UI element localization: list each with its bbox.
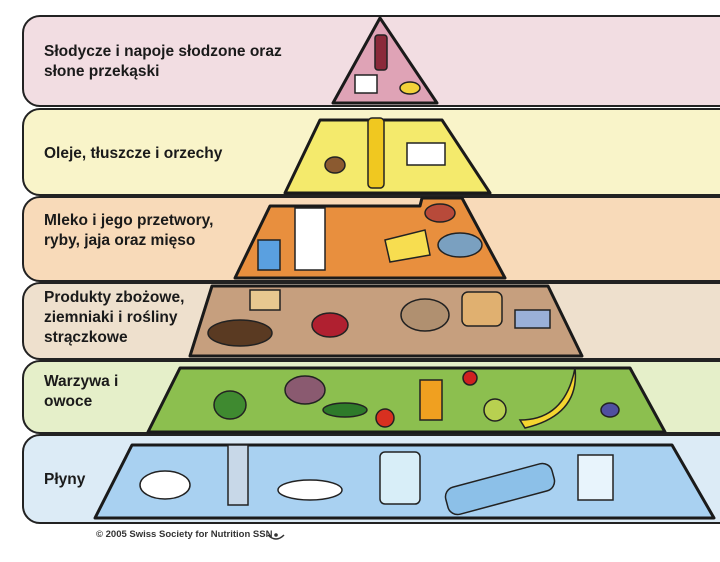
milk-carton-icon — [294, 207, 326, 271]
water-bottle-icon — [444, 462, 556, 516]
potatoes-icon — [400, 298, 450, 332]
broccoli-icon — [213, 390, 247, 420]
label-line: Mleko i jego przetwory, — [44, 212, 214, 229]
label-line: Płyny — [44, 471, 86, 488]
soup-plate-icon — [277, 479, 343, 501]
oil-bottle-icon — [367, 117, 385, 189]
label-line: ziemniaki i rośliny — [44, 309, 178, 326]
pyramid-level-oils — [283, 118, 492, 195]
cucumber-icon — [322, 402, 368, 418]
level-label-oils: Oleje, tłuszcze i orzechy — [44, 144, 222, 164]
tea-cup-icon — [139, 470, 191, 500]
plums-icon — [600, 402, 620, 418]
bread-icon — [207, 319, 273, 347]
crackers-icon — [249, 289, 281, 311]
meat-icon — [424, 203, 456, 223]
copyright-credit: © 2005 Swiss Society for Nutrition SSN — [96, 529, 273, 540]
label-line: Warzywa i — [44, 373, 119, 390]
tomato-icon — [375, 408, 395, 428]
chips-icon — [399, 81, 421, 95]
yogurt-icon — [257, 239, 281, 271]
label-line: Słodycze i napoje słodzone oraz — [44, 43, 282, 60]
cake-icon — [354, 74, 378, 94]
label-line: ryby, jaja oraz mięso — [44, 232, 196, 249]
cheese-icon — [384, 229, 431, 263]
level-label-grains: Produkty zbożowe, ziemniaki i rośliny st… — [44, 288, 184, 348]
level-label-vegetables-fruits: Warzywa i owoce — [44, 372, 118, 412]
bread-loaf-icon — [461, 291, 503, 327]
apple-icon — [483, 398, 507, 422]
label-line: Oleje, tłuszcze i orzechy — [44, 145, 223, 162]
level-label-fluids: Płyny — [44, 470, 85, 490]
pyramid-level-vegetables-fruits — [146, 366, 667, 434]
level-label-sweets: Słodycze i napoje słodzone oraz słone pr… — [44, 42, 282, 82]
lettuce-icon — [284, 375, 326, 405]
water-tap-icon — [227, 444, 249, 506]
juice-glass-icon — [419, 379, 443, 421]
beans-bowl-icon — [311, 312, 349, 338]
soda-bottle-icon — [374, 34, 388, 71]
banana-icon — [518, 367, 577, 429]
level-label-dairy-meat: Mleko i jego przetwory, ryby, jaja oraz … — [44, 211, 213, 251]
water-glasses-icon — [577, 454, 614, 501]
ssn-smile-logo — [267, 533, 285, 540]
pasta-box-icon — [514, 309, 551, 329]
label-line: słone przekąski — [44, 63, 160, 80]
fish-icon — [437, 232, 483, 258]
label-line: Produkty zbożowe, — [44, 289, 185, 306]
butter-icon — [406, 142, 446, 166]
water-jug-icon — [379, 451, 421, 505]
nuts-icon — [324, 156, 346, 174]
strawberry-icon — [462, 370, 478, 386]
label-line: owoce — [44, 393, 93, 410]
label-line: strączkowe — [44, 329, 128, 346]
